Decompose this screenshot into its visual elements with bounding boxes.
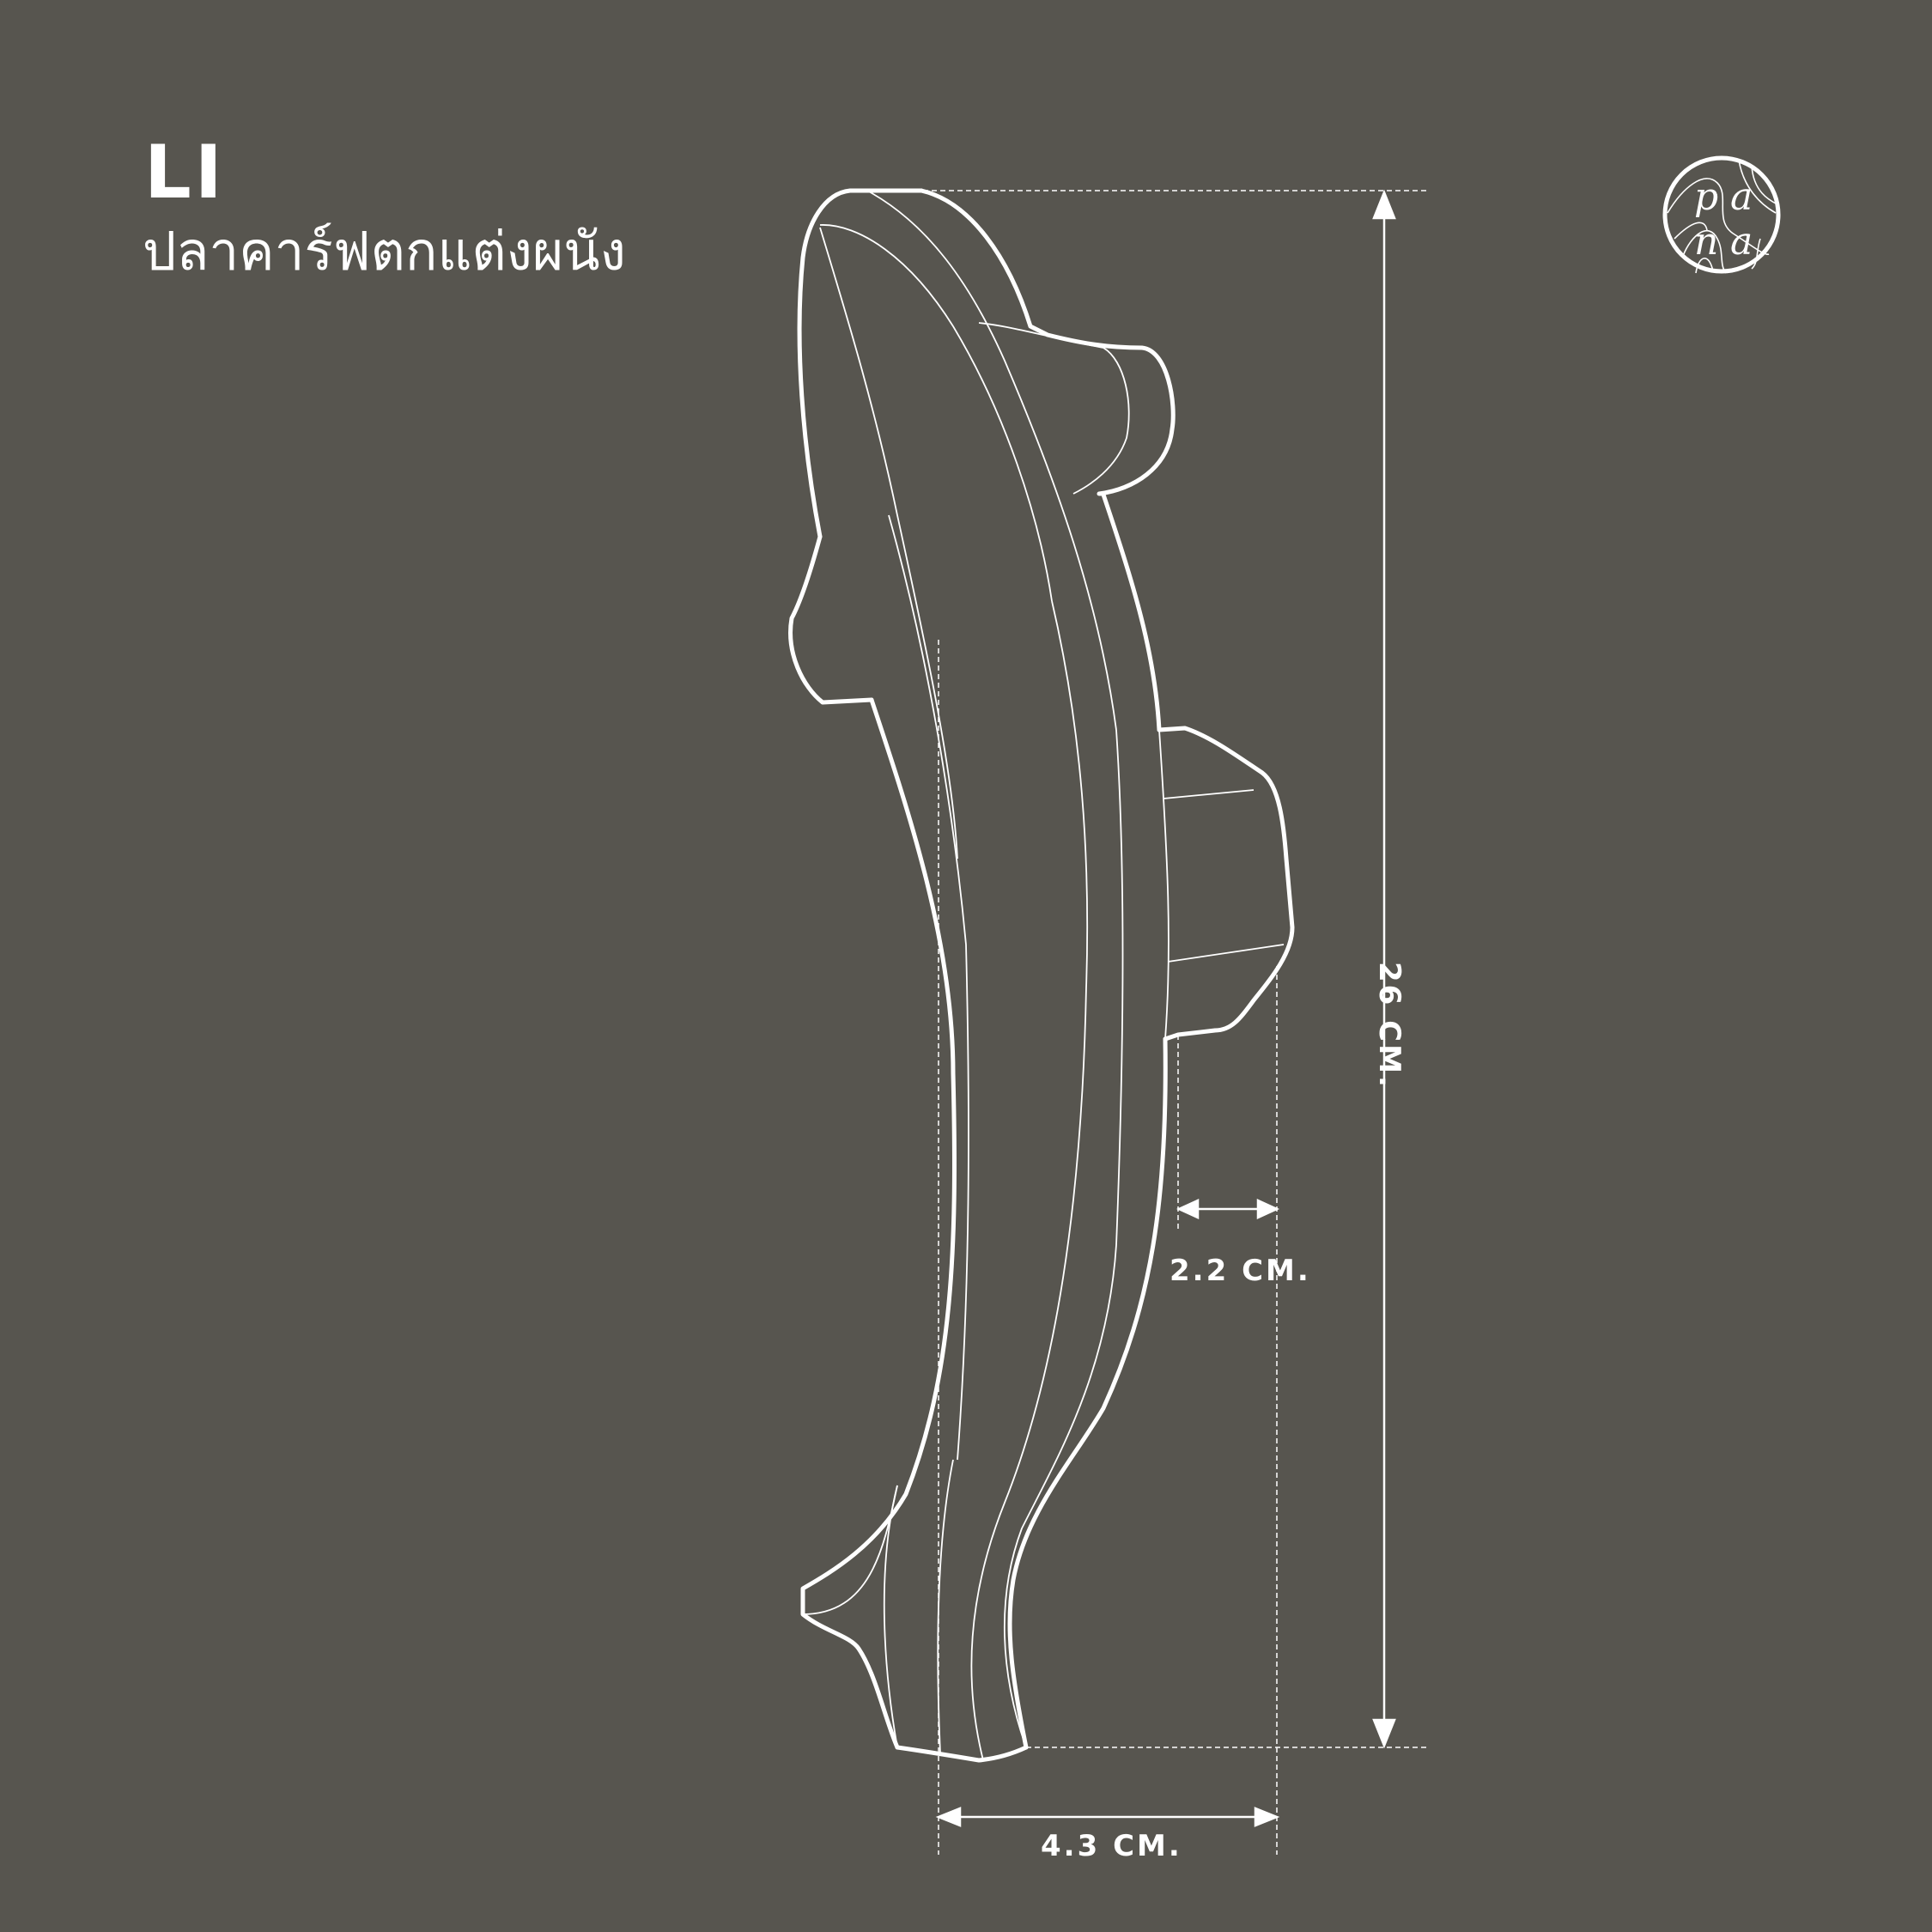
- fish-outline: [788, 188, 1295, 1763]
- brand-logo: p a n a: [1657, 153, 1786, 277]
- dimension-arrows: [935, 189, 1396, 1827]
- logo-letter-n: n: [1694, 220, 1719, 264]
- depth-dimension-label: 2.2 CM.: [1170, 1254, 1311, 1288]
- logo-letter-a2: a: [1730, 220, 1753, 264]
- wood-grain-circle-icon: [1662, 155, 1781, 274]
- logo-letter-a: a: [1730, 175, 1753, 219]
- product-subtitle: ปลาคาร์ฟตกแต่งผนัง: [143, 220, 626, 283]
- product-title: LI: [144, 130, 226, 216]
- width-dimension-label: 4.3 CM.: [1041, 1829, 1182, 1863]
- height-dimension-label: 26 CM.: [1372, 962, 1406, 1090]
- fish-contour-lines: [802, 190, 1285, 1761]
- logo-letter-p: p: [1694, 175, 1719, 219]
- dimension-guides: [923, 190, 1430, 1855]
